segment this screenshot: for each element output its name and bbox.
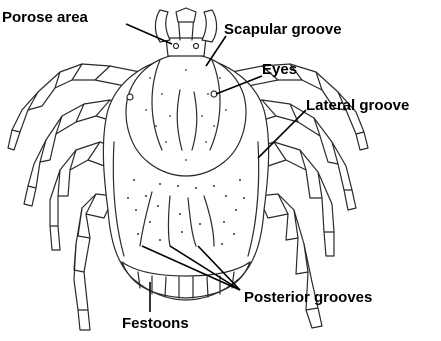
- label-posterior-grooves: Posterior grooves: [244, 289, 372, 306]
- label-lateral-groove: Lateral groove: [306, 97, 409, 114]
- label-festoons: Festoons: [122, 315, 189, 332]
- capitulum: [155, 8, 216, 56]
- label-eyes: Eyes: [262, 61, 297, 78]
- label-porose-area: Porose area: [2, 9, 89, 26]
- scutum-outline: [126, 54, 246, 176]
- leg-right-4: [258, 194, 322, 328]
- eye-left: [127, 94, 133, 100]
- label-scapular-groove: Scapular groove: [224, 21, 342, 38]
